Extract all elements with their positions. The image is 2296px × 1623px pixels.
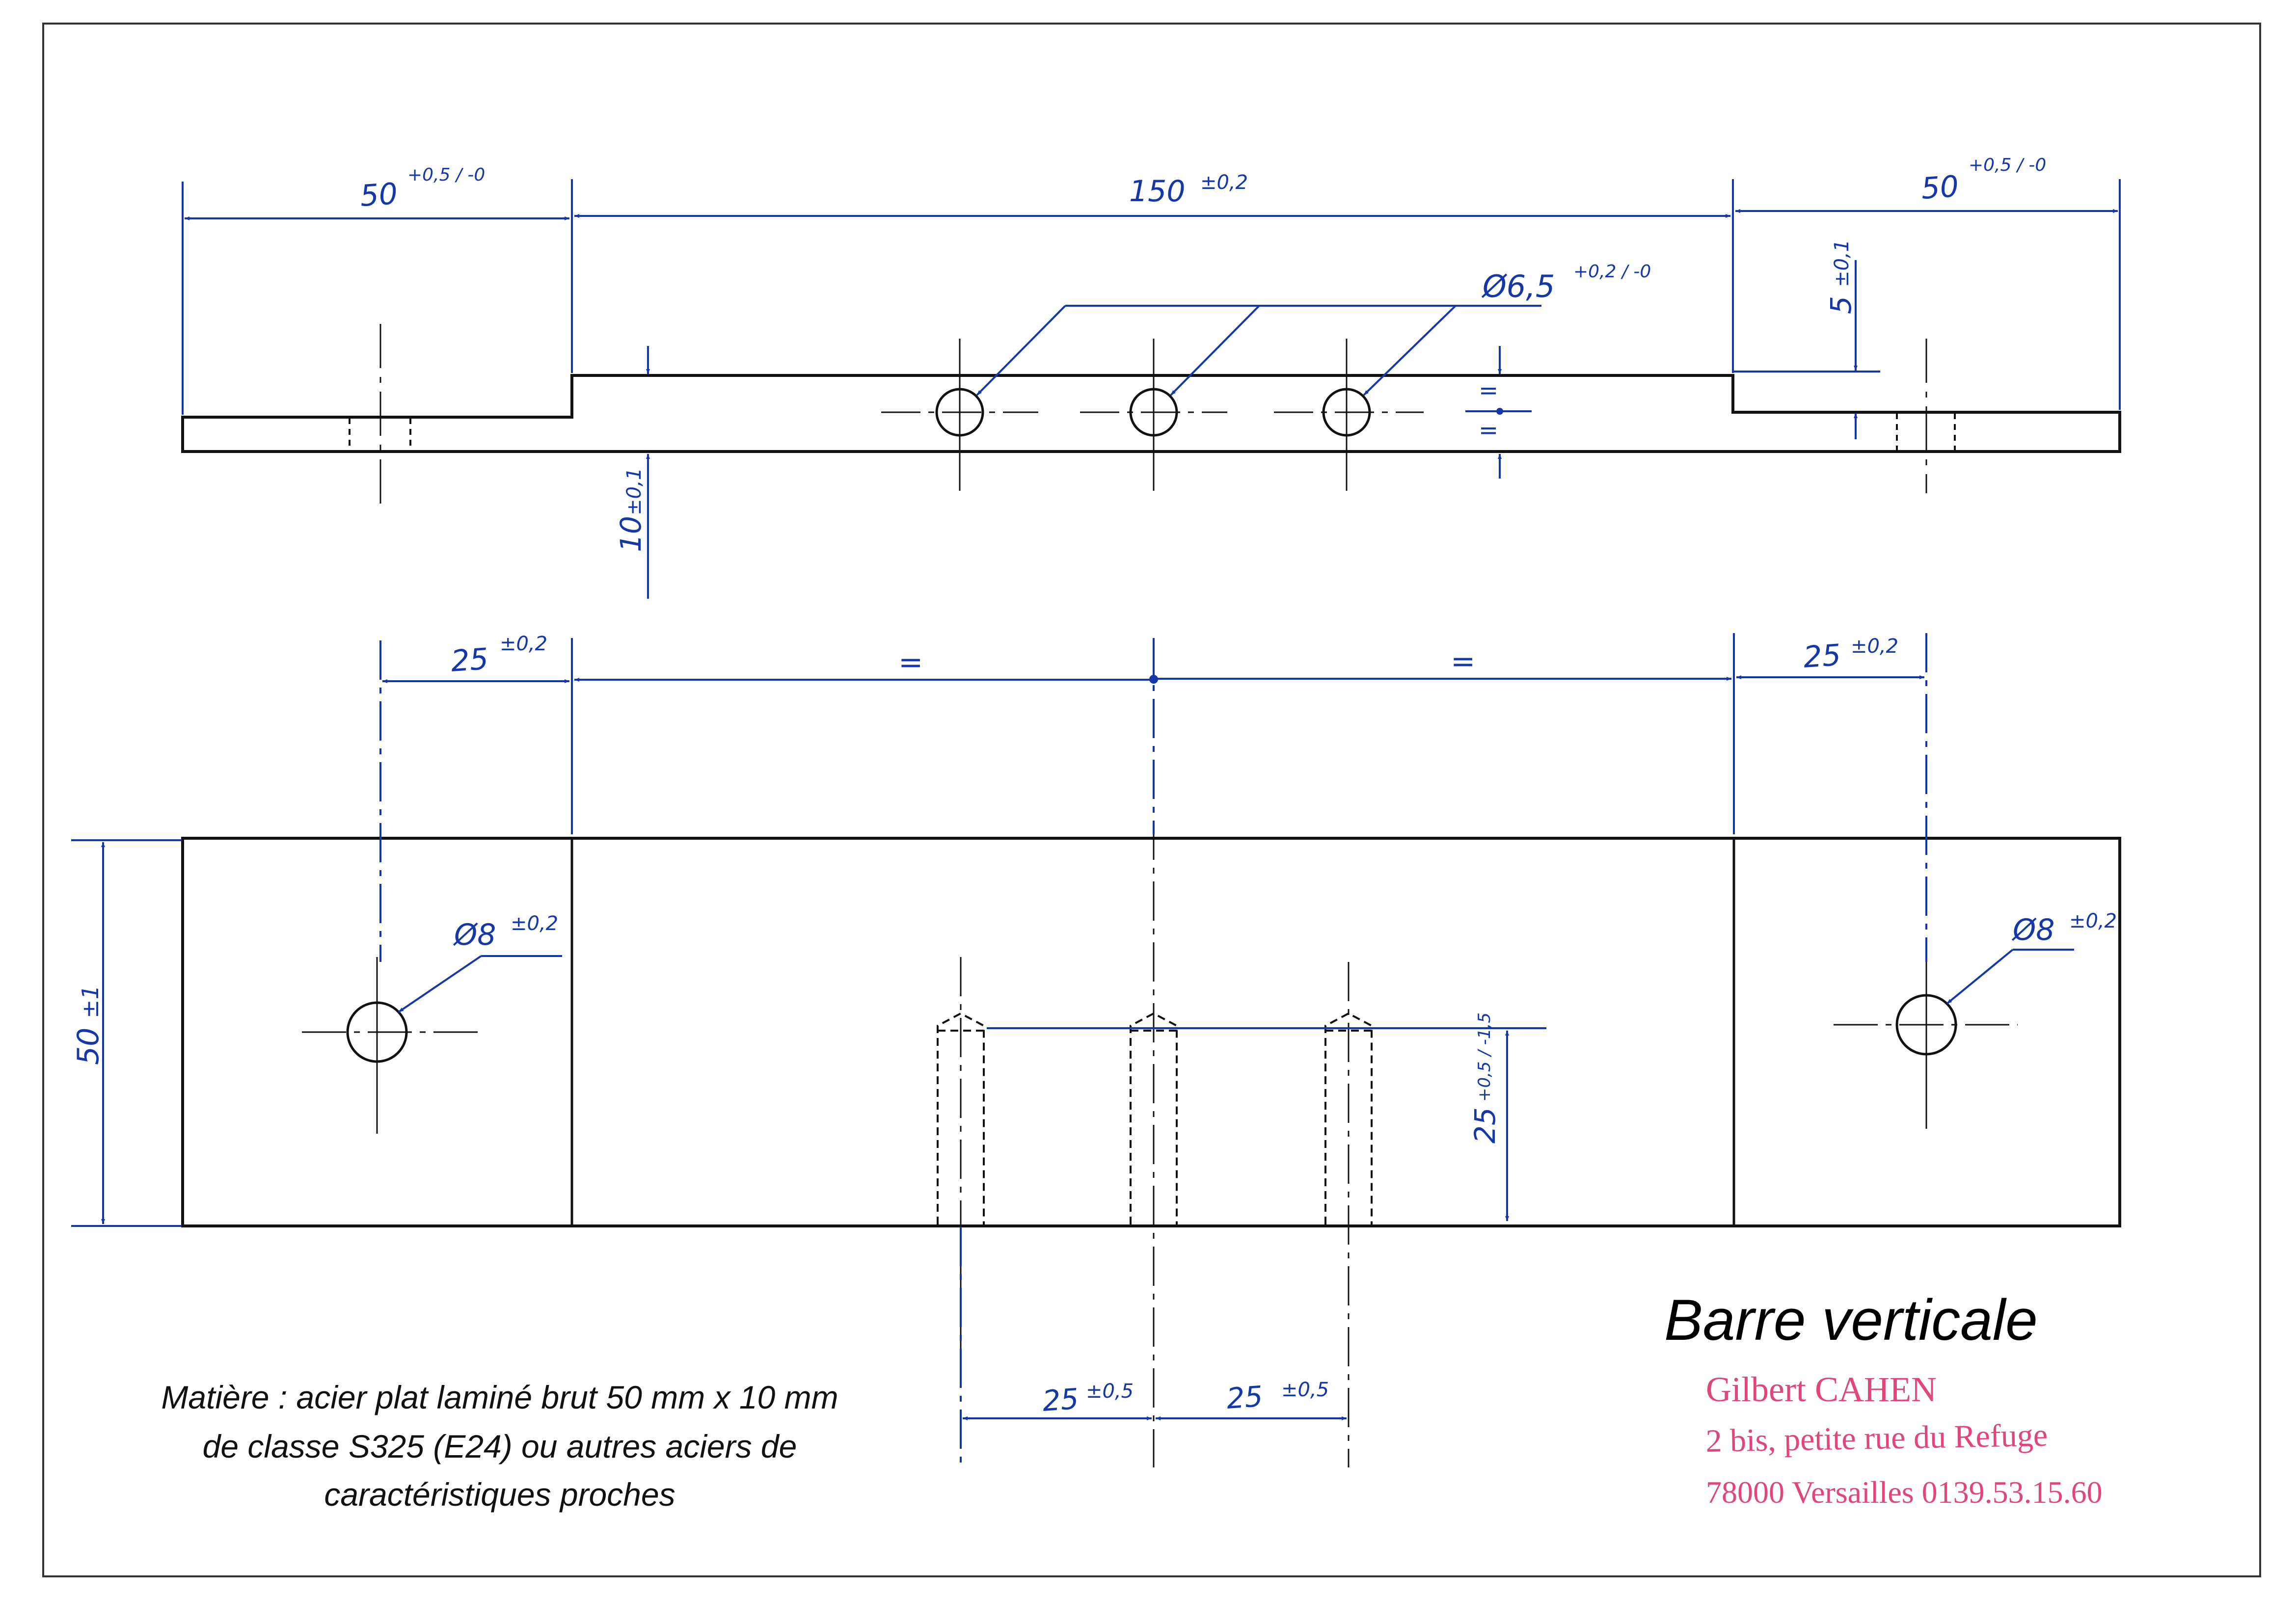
front-view: 25 ±0,2 = = 25 ±0,2 50 ±1 Ø8 ±0,2 Ø8 ±0,…: [71, 633, 2121, 1467]
front-hole-left: [302, 957, 481, 1134]
front-hole-left-dia: Ø8: [453, 918, 496, 952]
sheet-border: [42, 23, 2261, 1577]
top-dim-center-length: 150: [1129, 174, 1186, 209]
top-thickness-tol: ±0,1: [623, 468, 646, 515]
material-note-line-2: de classe S325 (E24) ou autres aciers de: [203, 1428, 797, 1464]
top-view-outline: [181, 374, 2121, 453]
front-view-outline: [181, 837, 2121, 1227]
front-blind-depth-tol: +0,5 / -1,5: [1475, 1012, 1494, 1102]
drawing-title: Barre verticale: [1664, 1288, 2038, 1353]
front-edge-to-hole-left-tol: ±0,2: [500, 633, 547, 655]
top-dim-left-tol: +0,5 / -0: [407, 165, 485, 185]
top-equal-mark-lower: =: [1479, 417, 1498, 444]
front-height: 50: [71, 1028, 106, 1065]
top-equal-mark-upper: =: [1479, 377, 1498, 404]
top-hole-3: [1274, 339, 1424, 491]
front-pitch-2-tol: ±0,5: [1281, 1379, 1329, 1401]
front-hole-right-tol: ±0,2: [2069, 910, 2117, 932]
top-hole-2: [1080, 339, 1227, 491]
blind-holes: [937, 1012, 1373, 1224]
front-edge-to-hole-right: 25: [1802, 638, 1842, 675]
front-edge-to-hole-left: 25: [450, 642, 489, 679]
front-hole-right-dia: Ø8: [2011, 913, 2054, 947]
top-hole-dia: Ø6,5: [1481, 268, 1555, 304]
front-pitch-1: 25: [1041, 1382, 1080, 1418]
front-height-tol: ±1: [77, 985, 104, 1018]
top-hole-dia-tol: +0,2 / -0: [1573, 262, 1651, 282]
top-step-right-tol: ±0,1: [1831, 239, 1853, 287]
top-dim-right-length: 50: [1920, 169, 1960, 206]
front-blind-depth: 25: [1468, 1107, 1502, 1144]
front-pitch-2: 25: [1225, 1380, 1264, 1415]
material-note-line-1: Matière : acier plat laminé brut 50 mm x…: [161, 1379, 838, 1415]
front-hole-right: [1834, 950, 2018, 1129]
top-step-right: 5: [1824, 296, 1858, 314]
stamp-name: Gilbert CAHEN: [1706, 1370, 1937, 1409]
front-equal-left: =: [898, 645, 923, 680]
front-hole-left-tol: ±0,2: [511, 912, 558, 935]
front-equal-right: =: [1451, 644, 1475, 679]
top-dim-right-tol: +0,5 / -0: [1969, 155, 2046, 175]
stamp-city-phone: 78000 Versailles 0139.53.15.60: [1706, 1475, 2103, 1510]
material-note-line-3: caractéristiques proches: [324, 1476, 675, 1513]
top-dim-center-tol: ±0,2: [1200, 171, 1248, 194]
front-edge-to-hole-right-tol: ±0,2: [1851, 635, 1898, 658]
top-dim-left-length: 50: [359, 177, 399, 213]
top-hole-1: [881, 339, 1038, 491]
front-pitch-1-tol: ±0,5: [1086, 1380, 1134, 1403]
top-view: 50 +0,5 / -0 150 ±0,2 50 +0,5 / -0 Ø6,5 …: [181, 155, 2121, 599]
stamp-street: 2 bis, petite rue du Refuge: [1705, 1417, 2048, 1459]
top-thickness: 10: [614, 516, 648, 552]
